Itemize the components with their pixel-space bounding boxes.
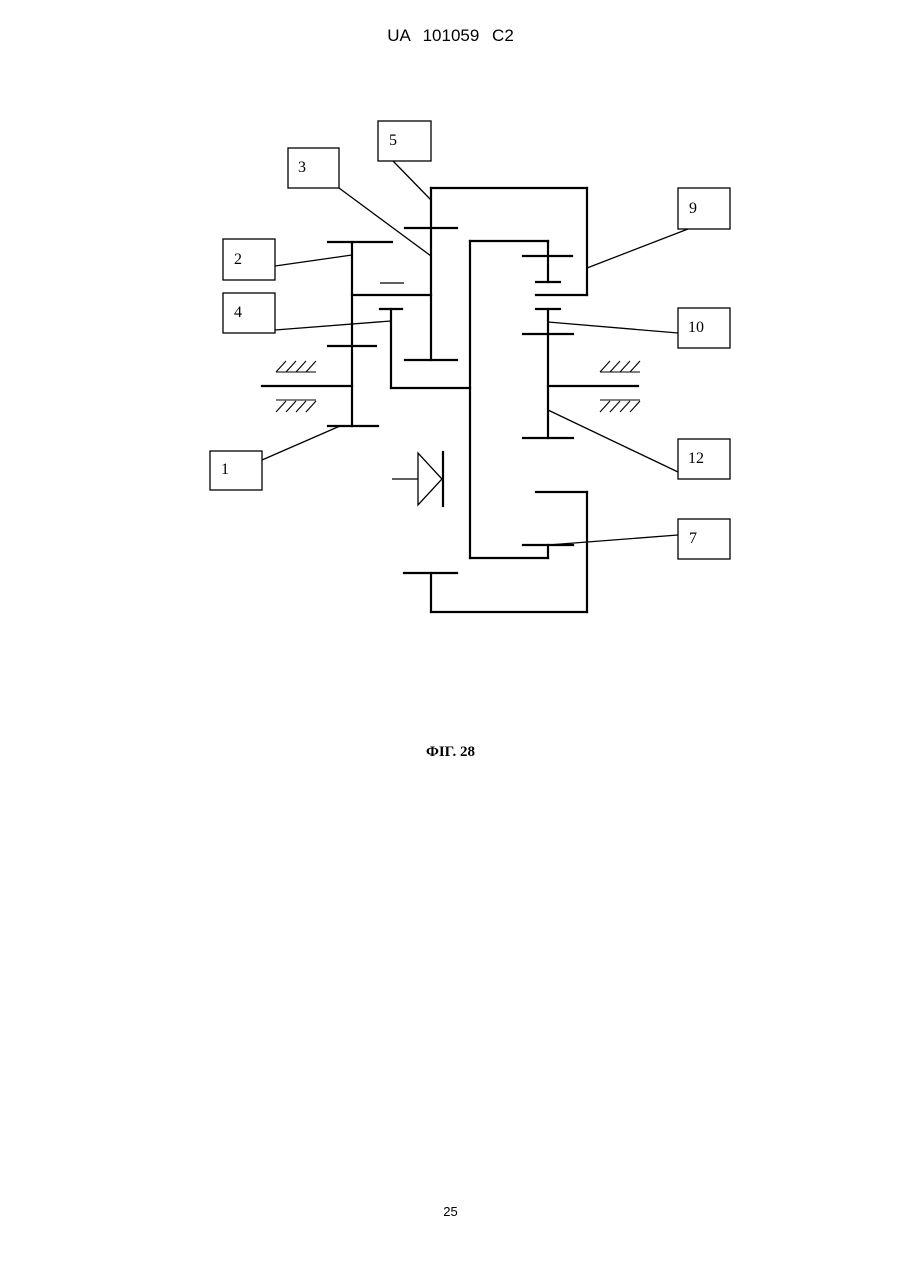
leader-lines: [262, 161, 688, 545]
label-10: 10: [688, 319, 704, 336]
label-box-3: 3: [288, 148, 339, 188]
label-9: 9: [689, 200, 697, 217]
figure-caption: ФІГ. 28: [0, 744, 901, 761]
label-12: 12: [688, 450, 704, 467]
label-box-5: 5: [378, 121, 431, 161]
label-box-4: 4: [223, 293, 275, 333]
freewheel-symbol: [392, 452, 443, 506]
label-7: 7: [689, 530, 697, 547]
label-box-12: 12: [678, 439, 730, 479]
page-number: 25: [0, 1204, 901, 1219]
label-2: 2: [234, 251, 242, 268]
label-3: 3: [298, 159, 306, 176]
label-4: 4: [234, 304, 242, 321]
label-1: 1: [221, 461, 229, 478]
label-box-2: 2: [223, 239, 275, 280]
label-box-7: 7: [678, 519, 730, 559]
label-5: 5: [389, 132, 397, 149]
label-box-1: 1: [210, 451, 262, 490]
label-box-10: 10: [678, 308, 730, 348]
label-box-9: 9: [678, 188, 730, 229]
mechanism-lines: [262, 188, 638, 612]
